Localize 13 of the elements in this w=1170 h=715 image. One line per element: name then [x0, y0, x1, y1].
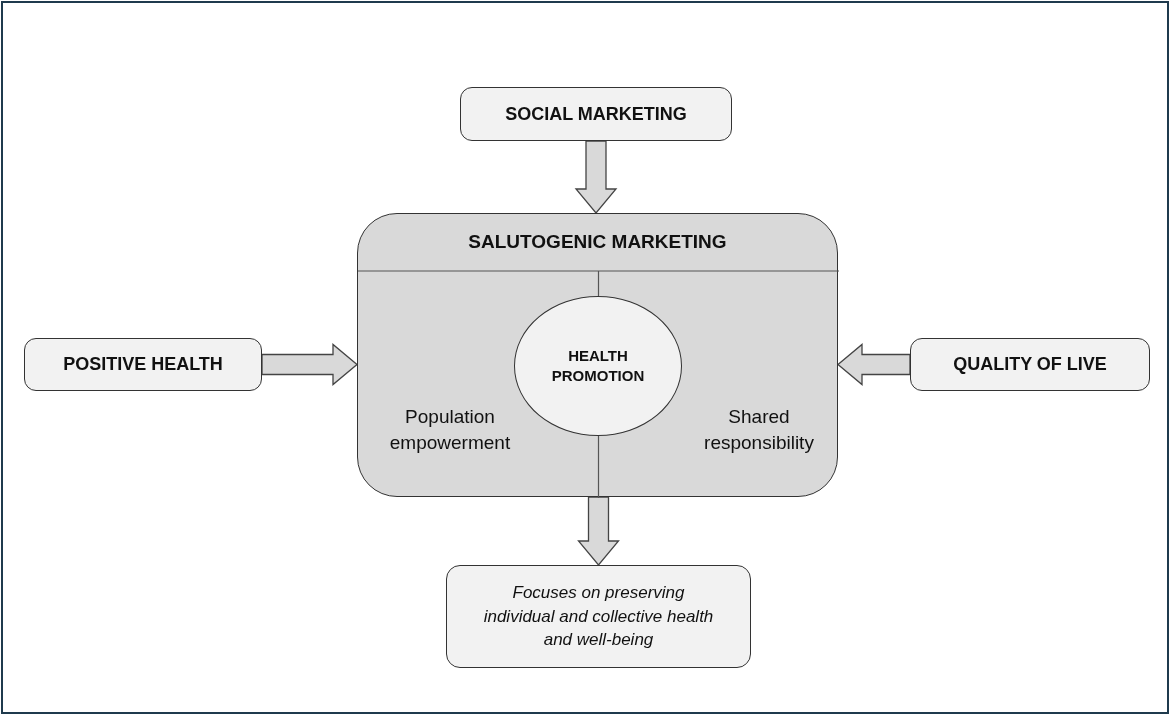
region-text: Population empowerment	[388, 405, 512, 455]
block-arrow	[574, 140, 618, 214]
process-box: POSITIVE HEALTH	[24, 338, 262, 391]
block-arrow	[837, 343, 911, 386]
block-arrow	[577, 496, 620, 566]
process-box: SOCIAL MARKETING	[460, 87, 732, 141]
panel-title: SALUTOGENIC MARKETING	[467, 231, 728, 253]
rounded-panel	[357, 213, 838, 497]
block-arrow	[261, 343, 358, 386]
note-box: Focuses on preserving individual and collective health and well-being	[446, 565, 751, 668]
process-box: QUALITY OF LIVE	[910, 338, 1150, 391]
ellipse-node: HEALTH PROMOTION	[514, 296, 682, 436]
region-text: Shared responsibility	[703, 405, 815, 455]
